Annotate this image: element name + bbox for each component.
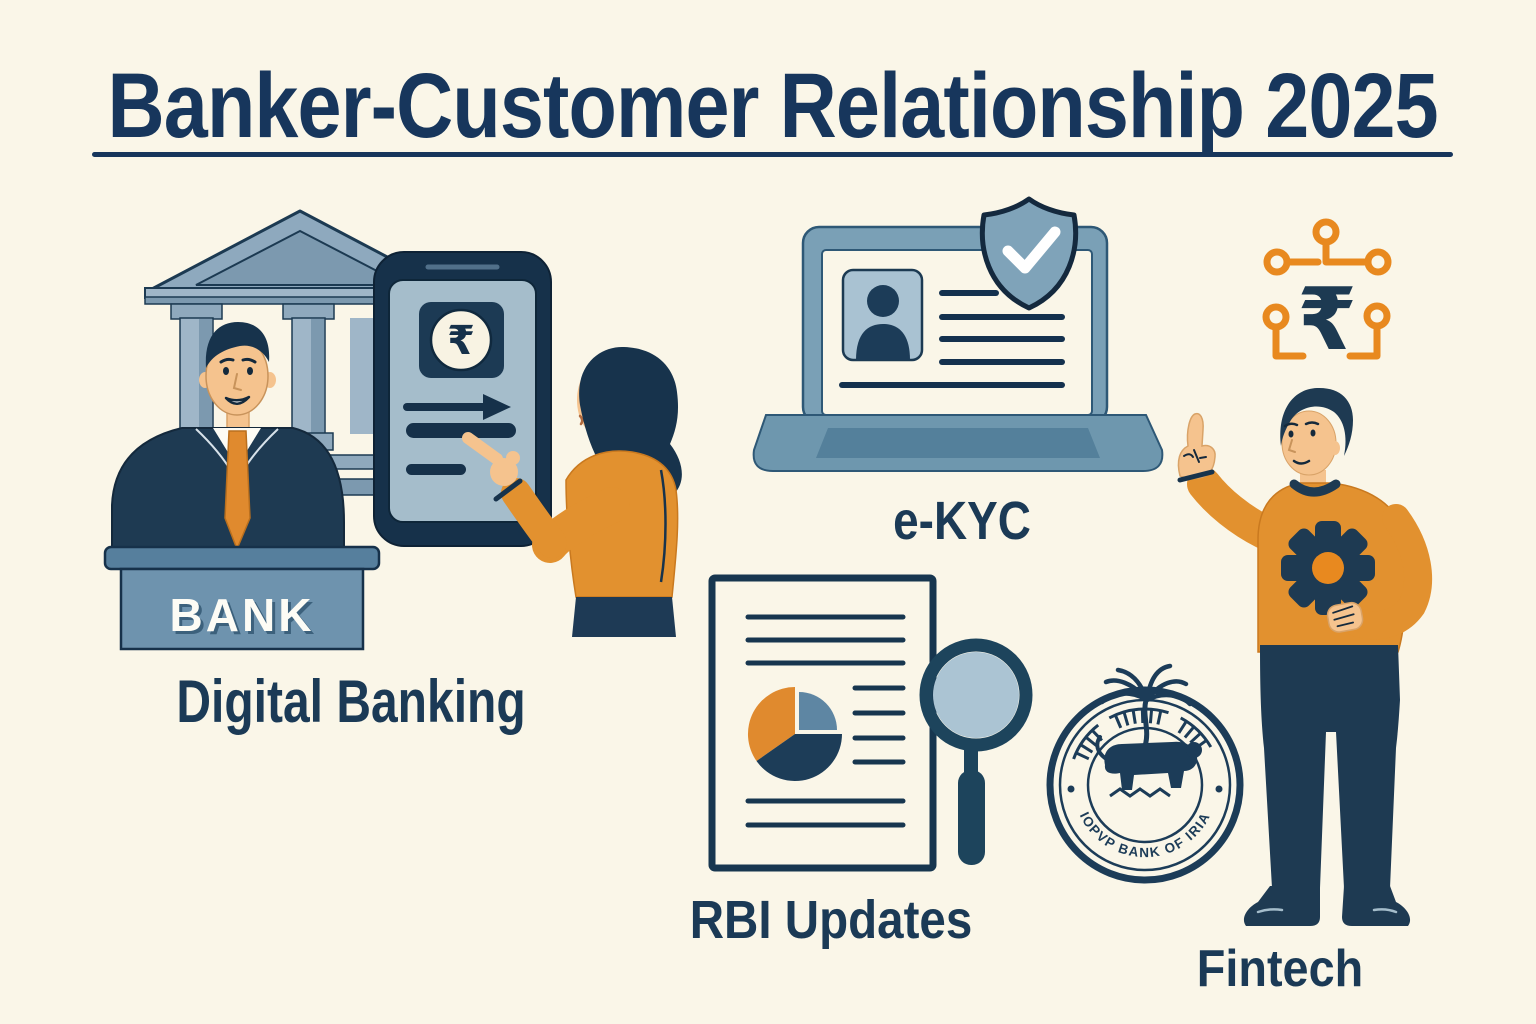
bank-sign-text: BANK	[170, 589, 315, 641]
fintech-pants	[1260, 645, 1400, 888]
fintech-scene: ₹	[1177, 218, 1432, 926]
report-document-icon	[708, 574, 937, 872]
digital-banking-label: Digital Banking	[176, 668, 526, 735]
bank-counter: BANK BANK	[103, 545, 381, 651]
fintech-hair	[1280, 387, 1353, 456]
rbi-seal-icon: IOPVP BANK OF IRIA	[1046, 663, 1244, 884]
rupee-coin-icon: ₹	[429, 308, 493, 372]
fintech-person-avatar	[1177, 387, 1432, 926]
digital-banking-scene: BANK BANK ₹	[103, 209, 682, 651]
banker-hair	[205, 322, 270, 368]
customer-avatar	[462, 346, 682, 637]
id-card-icon	[839, 268, 1065, 388]
rbi-updates-scene: IOPVP BANK OF IRIA	[708, 574, 1244, 884]
banker-tie	[224, 430, 251, 552]
magnifier-icon	[919, 638, 1033, 865]
check-mark	[1002, 226, 1061, 274]
transfer-arrow-icon	[403, 394, 511, 420]
left-shoe	[1243, 886, 1320, 926]
ekyc-label: e-KYC	[893, 491, 1031, 551]
title-underline	[92, 152, 1453, 157]
user-avatar-icon	[856, 285, 910, 360]
fintech-label: Fintech	[1196, 940, 1364, 998]
laptop-keyboard	[816, 428, 1100, 458]
page-title: Banker-Customer Relationship 2025	[107, 55, 1439, 157]
rupee-network-icon: ₹	[1262, 218, 1392, 370]
bank-sign-shadow: BANK	[173, 592, 318, 644]
pie-chart-icon	[747, 687, 842, 782]
bank-column-right	[282, 303, 335, 451]
holding-hand	[1326, 601, 1364, 633]
document-text-lines	[745, 614, 906, 828]
customer-sweater	[565, 450, 679, 598]
customer-skirt	[572, 597, 676, 637]
laptop-icon	[752, 225, 1164, 472]
banker-avatar	[111, 322, 345, 563]
raised-hand	[1177, 412, 1216, 483]
seal-palm-tree	[1099, 663, 1193, 749]
gear-icon	[1281, 521, 1375, 615]
shield-check-icon	[979, 196, 1079, 311]
customer-pointing-hand	[462, 432, 523, 502]
ekyc-scene	[752, 196, 1164, 472]
rbi-updates-label: RBI Updates	[689, 890, 973, 950]
right-shoe	[1342, 886, 1411, 926]
seal-ground	[1109, 787, 1171, 798]
network-rupee-symbol: ₹	[1297, 270, 1357, 370]
id-card-text-lines	[839, 290, 1065, 388]
pseudo-devanagari-arc	[1072, 707, 1213, 761]
phone-rupee-symbol: ₹	[447, 318, 475, 364]
